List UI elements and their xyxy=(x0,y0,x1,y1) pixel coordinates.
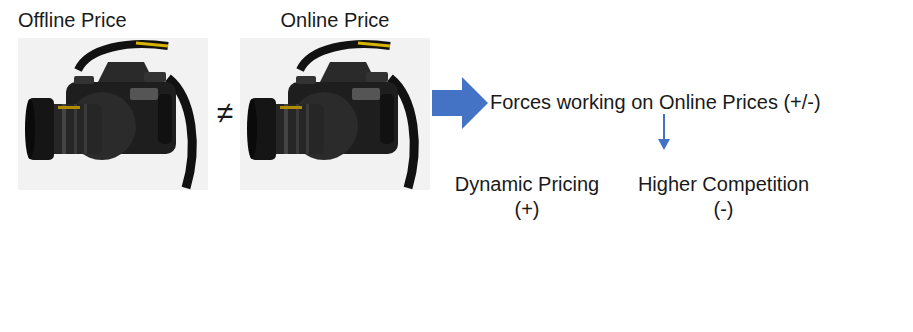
force-label: Higher Competition (-) xyxy=(630,172,817,222)
image-heading: Offline Price xyxy=(18,8,127,33)
image-heading: Online Price xyxy=(240,8,430,33)
force-label: Dynamic Pricing (+) xyxy=(447,172,607,222)
not-equal-sign: ≠ xyxy=(211,94,239,132)
forces-label: Forces working on Online Prices (+/-) xyxy=(490,90,821,115)
